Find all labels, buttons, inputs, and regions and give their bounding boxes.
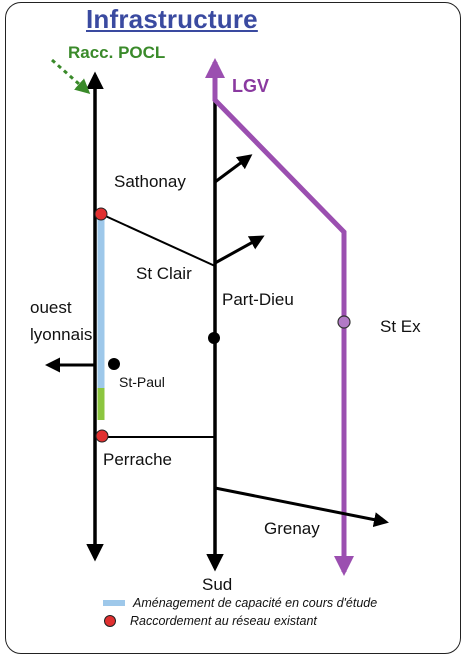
station-st-ex: [337, 315, 351, 329]
red-dot-icon: [104, 615, 116, 627]
label-grenay: Grenay: [264, 519, 320, 538]
legend-label-connection: Raccordement au réseau existant: [130, 614, 317, 628]
label-perrache: Perrache: [103, 450, 172, 469]
label-st-ex: St Ex: [380, 317, 421, 336]
label-sathonay: Sathonay: [114, 172, 186, 191]
label-part-dieu: Part-Dieu: [222, 290, 294, 309]
legend-label-capacity: Aménagement de capacité en cours d'étude: [133, 596, 378, 610]
label-racc-pocl: Racc. POCL: [68, 43, 166, 62]
blue-bar-icon: [103, 600, 125, 606]
pocl-connection-arrow: [51, 58, 91, 94]
link-west-to-st-clair: [100, 213, 216, 267]
label-sud: Sud: [202, 575, 233, 594]
connection-point-north: [94, 207, 108, 221]
label-lyonnais: lyonnais: [30, 325, 93, 344]
connection-point-perrache: [95, 429, 109, 443]
legend-item-connection: Raccordement au réseau existant: [98, 614, 317, 628]
station-part-dieu: [208, 332, 220, 344]
label-ouest: ouest: [30, 298, 72, 317]
label-st-clair: St Clair: [136, 264, 192, 283]
legend-item-capacity: Aménagement de capacité en cours d'étude: [103, 596, 377, 610]
page-title: Infrastructure: [86, 4, 258, 34]
branch-st-clair: [214, 235, 265, 265]
label-lgv: LGV: [232, 76, 270, 96]
station-st-paul: [108, 358, 120, 370]
label-st-paul: St-Paul: [119, 374, 165, 390]
diagram-frame: [5, 2, 461, 654]
branch-grenay: [214, 486, 389, 528]
branch-sathonay: [214, 154, 253, 184]
lgv-line: [212, 62, 354, 576]
